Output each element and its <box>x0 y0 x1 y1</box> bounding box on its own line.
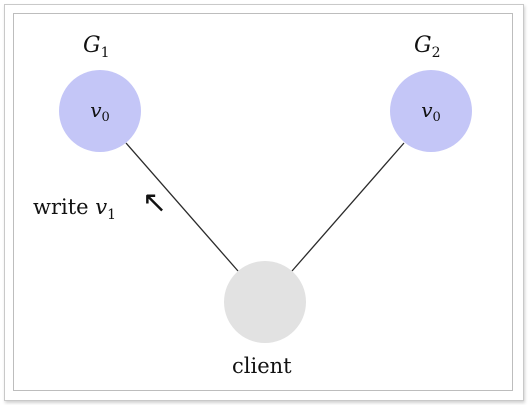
write-arrow-icon: ↖ <box>142 185 168 220</box>
node-value-base: v <box>90 98 102 122</box>
node-value-sub: 0 <box>101 110 110 125</box>
replica-node-g2 <box>390 70 472 152</box>
write-verb: write <box>33 195 89 219</box>
group-label-g2: G2 <box>414 33 441 61</box>
group-name-sub: 2 <box>431 45 441 61</box>
edge-client-g1 <box>125 142 239 272</box>
client-label: client <box>232 354 292 378</box>
node-value-g1: v0 <box>80 100 120 124</box>
group-name-base: G <box>414 33 432 58</box>
group-name-sub: 1 <box>100 45 110 61</box>
node-value-sub: 0 <box>432 110 441 125</box>
group-label-g1: G1 <box>83 33 110 61</box>
client-node <box>224 261 306 343</box>
write-value-base: v <box>95 195 108 219</box>
group-name-base: G <box>83 33 101 58</box>
write-value-sub: 1 <box>107 207 117 223</box>
write-operation-label: write v1 <box>33 195 117 223</box>
edge-client-g2 <box>291 142 405 272</box>
node-value-g2: v0 <box>411 100 451 124</box>
replica-node-g1 <box>59 70 141 152</box>
node-value-base: v <box>421 98 433 122</box>
